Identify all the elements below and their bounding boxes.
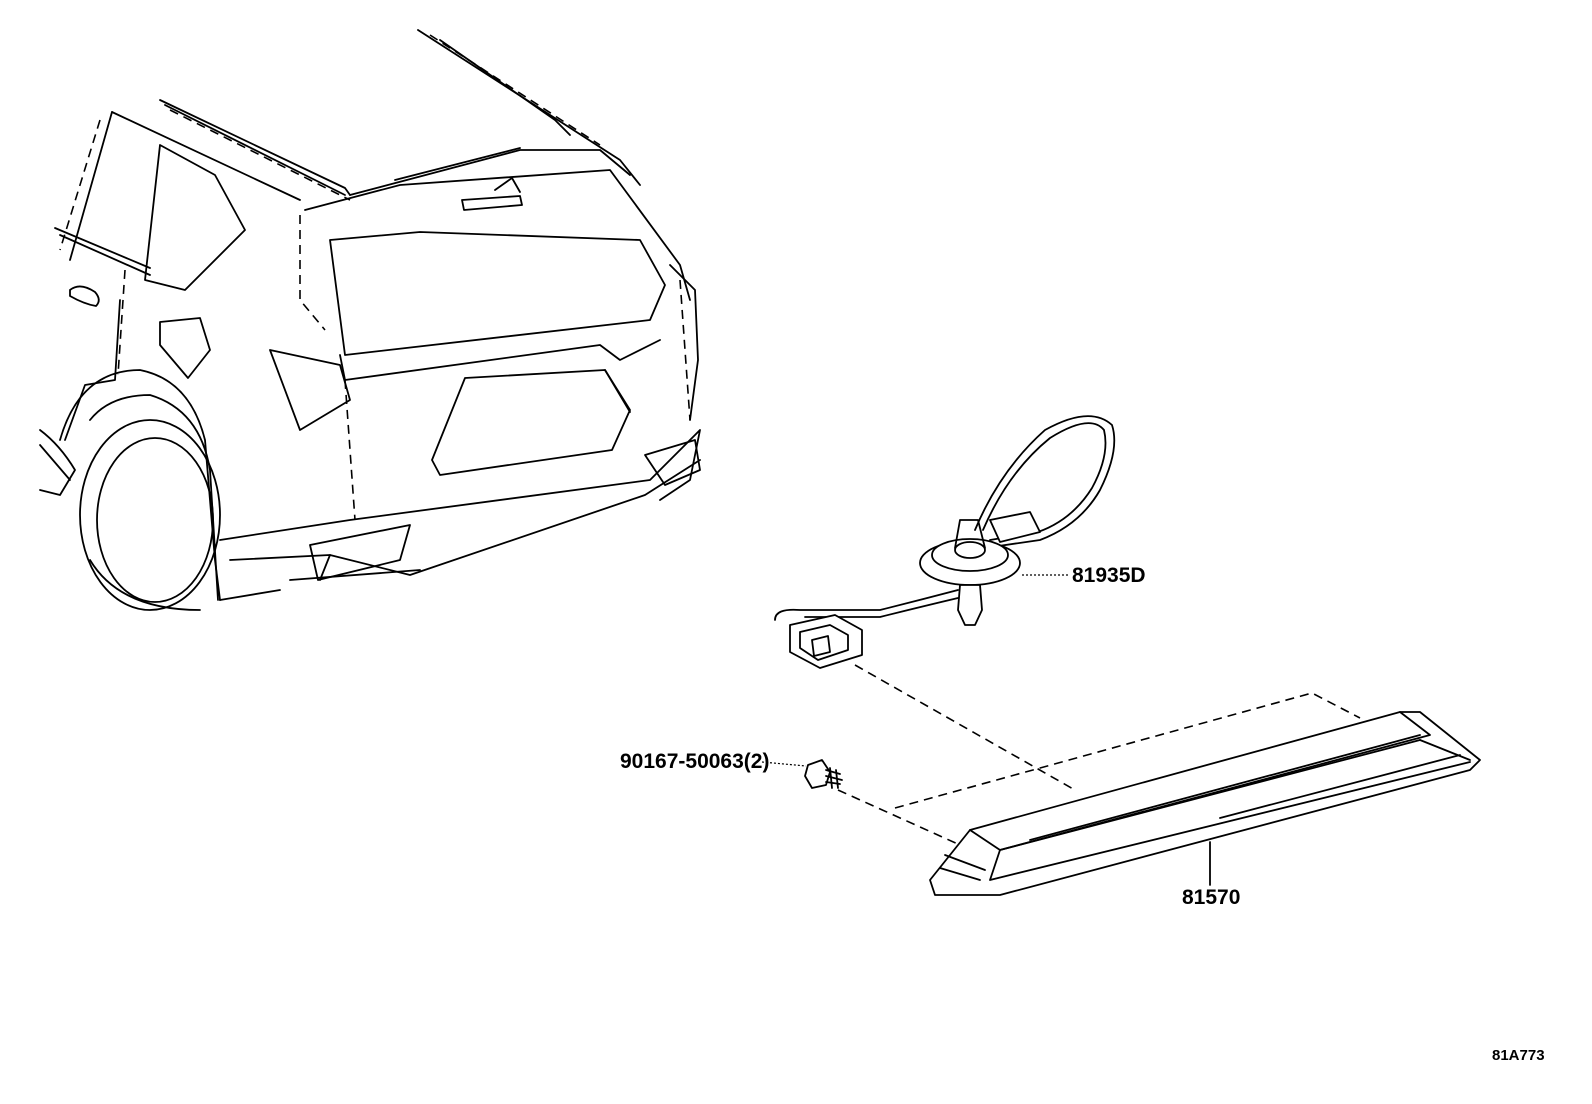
figure-reference: 81A773 <box>1492 1047 1545 1064</box>
assembly-lines <box>837 664 1361 846</box>
part-label-90167-50063: 90167-50063(2) <box>620 750 769 773</box>
part-label-81935d: 81935D <box>1072 564 1146 587</box>
stop-lamp-81570 <box>929 711 1481 896</box>
bolt-90167-50063 <box>761 759 843 789</box>
wire-harness-81935d <box>774 415 1116 669</box>
vehicle-outline <box>39 29 701 611</box>
part-label-81570: 81570 <box>1182 886 1240 909</box>
